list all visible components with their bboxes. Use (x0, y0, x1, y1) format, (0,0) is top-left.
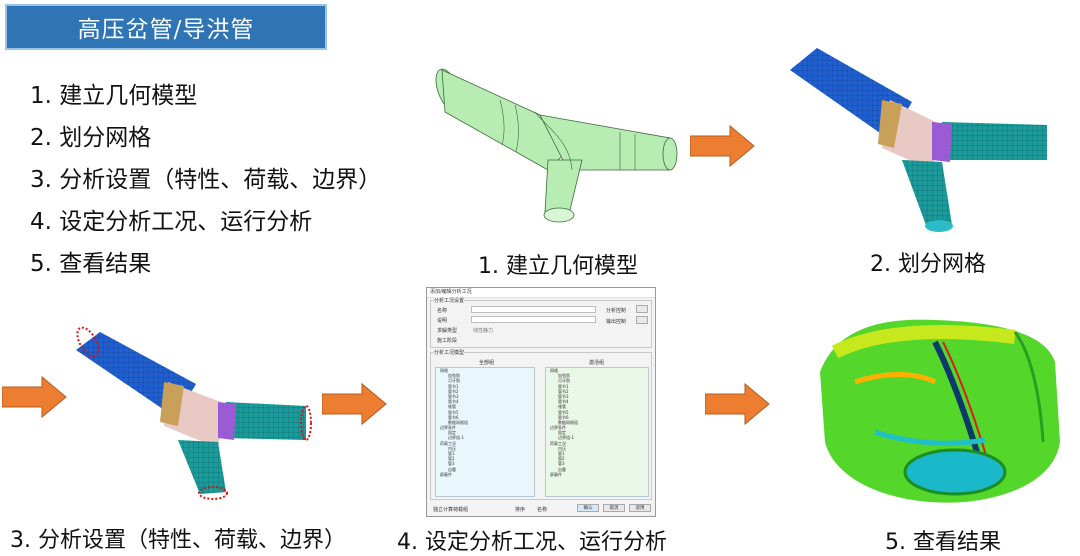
desc-label: 说明 (437, 318, 448, 324)
mesh-figure (790, 48, 1047, 232)
sort-label: 排序 (515, 507, 526, 513)
group-label: 分析工况设置 (434, 297, 465, 304)
tree-item[interactable]: 数据网格组 (448, 419, 468, 425)
tree-item[interactable]: 内压 (558, 445, 566, 451)
tree-item[interactable]: 管节6 (448, 414, 459, 420)
arrow-icon (2, 375, 67, 419)
tree-item[interactable]: 管2 (558, 456, 565, 462)
step-item: 2. 划分网格 (30, 125, 152, 151)
left-header: 全部组 (479, 360, 495, 366)
tree-item[interactable]: 内压 (448, 445, 456, 451)
tree-item[interactable]: 边界条件 (440, 425, 456, 431)
step-list: 1. 建立几何模型 2. 划分网格 3. 分析设置（特性、荷载、边界） 4. 设… (30, 80, 381, 290)
caption-geometry: 1. 建立几何模型 (478, 254, 638, 279)
step-item: 4. 设定分析工况、运行分析 (30, 209, 313, 235)
analysis-case-dialog: 添加/编辑分析工况 分析工况设置 名称 说明 求解类型 线性静力 施工阶段 分析… (426, 287, 656, 517)
tree-item[interactable]: 管节1 (448, 383, 459, 389)
dialog-title: 添加/编辑分析工况 (427, 288, 655, 298)
settings-figure (76, 326, 312, 500)
tree-item[interactable]: 加劲肋 (448, 373, 460, 379)
cancel-button[interactable]: 取消 (603, 504, 625, 512)
arrow-icon (705, 382, 770, 426)
step-item: 1. 建立几何模型 (30, 83, 198, 109)
tree-item[interactable]: 管节4 (448, 399, 459, 405)
sort-select[interactable]: 名称 (537, 507, 548, 513)
tree-item[interactable]: 锥管 (558, 404, 566, 410)
tree-item[interactable]: 管节3 (448, 393, 459, 399)
step-item: 5. 查看结果 (30, 251, 152, 277)
slide-title-banner: 高压岔管/导洪管 (5, 4, 327, 50)
tree-item[interactable]: 数据网格组 (558, 419, 578, 425)
solver-value[interactable]: 线性静力 (473, 328, 494, 334)
control-button[interactable] (636, 305, 648, 313)
slide-title: 高压岔管/导洪管 (77, 17, 255, 43)
tree-item[interactable]: 管2 (448, 456, 455, 462)
base-label: 施工阶段 (437, 338, 458, 344)
tree-item[interactable]: 管节6 (558, 414, 569, 420)
apply-button[interactable]: 适用 (629, 504, 651, 512)
tree-item[interactable]: 荷载工况 (550, 440, 566, 446)
solver-label: 求解类型 (437, 328, 458, 334)
control-label: 分析控制 (606, 308, 627, 314)
group-label: 分析工况模型 (434, 349, 465, 356)
tree-item[interactable]: 管1 (448, 451, 455, 456)
right-header: 激活组 (589, 360, 605, 366)
analysis-settings-group: 分析工况设置 名称 说明 求解类型 线性静力 施工阶段 分析控制 输出控制 (430, 297, 652, 348)
tree-item[interactable]: 屏蔽件 (440, 471, 452, 477)
tree-item[interactable]: 边界条件 (550, 425, 566, 431)
tree-item[interactable]: 自重 (558, 466, 566, 472)
caption-results: 5. 查看结果 (885, 530, 1001, 555)
tree-item[interactable]: 边界组-1 (448, 435, 464, 441)
arrow-icon (690, 124, 755, 168)
tree-item[interactable]: 管节2 (448, 388, 459, 394)
caption-analysis: 4. 设定分析工况、运行分析 (397, 530, 667, 555)
geometry-model-figure (435, 68, 678, 223)
tree-item[interactable]: 荷载工况 (440, 440, 456, 446)
arrow-icon (322, 382, 387, 426)
tree-item[interactable]: 管节1 (558, 383, 569, 389)
tree-item[interactable]: 固定 (448, 430, 456, 436)
tree-item[interactable]: 边界组-1 (558, 435, 574, 441)
caption-mesh: 2. 划分网格 (870, 252, 986, 277)
tree-item[interactable]: 管节3 (558, 393, 569, 399)
desc-field[interactable] (471, 316, 596, 323)
tree-item[interactable]: 管节4 (558, 399, 569, 405)
tree-item[interactable]: 管节5 (448, 409, 459, 415)
output-button[interactable] (636, 316, 648, 324)
tree-item[interactable]: 网格 (440, 368, 448, 373)
tree-item[interactable]: 月牙肋 (558, 378, 570, 384)
step-item: 3. 分析设置（特性、荷载、边界） (30, 167, 382, 193)
tree-item[interactable]: 月牙肋 (448, 378, 460, 384)
tree-item[interactable]: 固定 (558, 430, 566, 436)
caption-settings: 3. 分析设置（特性、荷载、边界） (10, 528, 346, 553)
tree-item[interactable]: 管3 (448, 461, 455, 467)
tree-item[interactable]: 网格 (550, 368, 558, 373)
tree-item[interactable]: 管3 (558, 461, 565, 467)
tree-item[interactable]: 管节5 (558, 409, 569, 415)
name-field[interactable] (471, 306, 596, 313)
tree-item[interactable]: 管节2 (558, 388, 569, 394)
tree-item[interactable]: 屏蔽件 (550, 471, 562, 477)
independent-checkbox-label[interactable]: 独立计算荷载组 (433, 507, 469, 513)
ok-button[interactable]: 确认 (577, 504, 599, 512)
tree-item[interactable]: 自重 (448, 466, 456, 472)
tree-item[interactable]: 加劲肋 (558, 373, 570, 379)
tree-item[interactable]: 锥管 (448, 404, 456, 410)
name-label: 名称 (437, 308, 448, 314)
results-figure (820, 319, 1060, 503)
tree-item[interactable]: 管1 (558, 451, 565, 456)
output-label: 输出控制 (606, 319, 627, 325)
